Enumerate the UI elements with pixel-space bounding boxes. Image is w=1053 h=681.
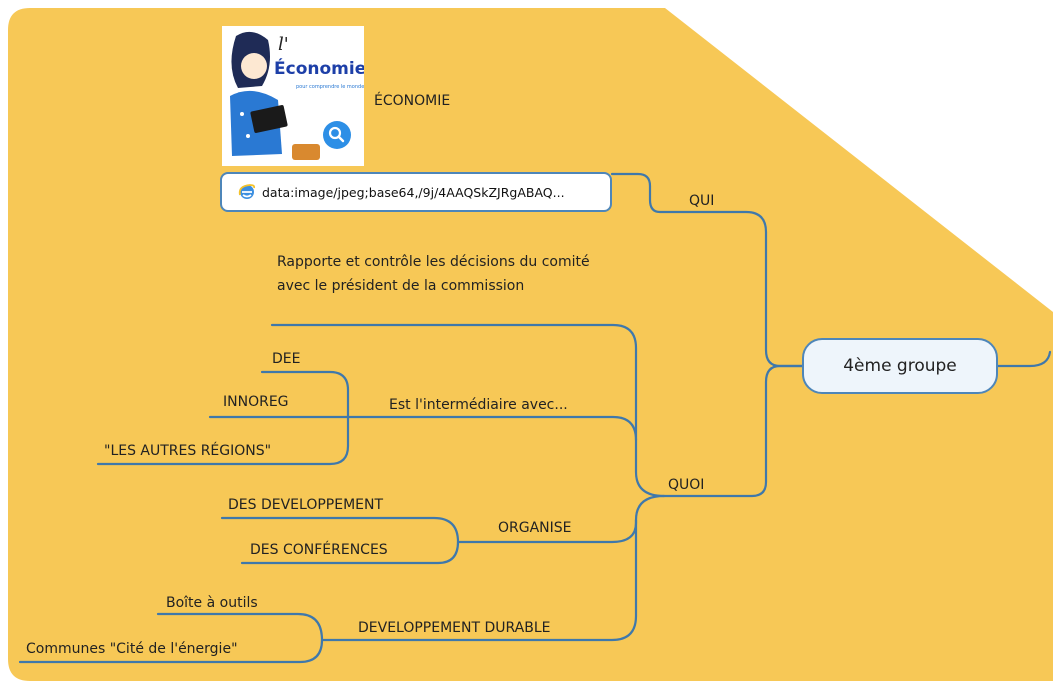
connector-organise-developpement [220, 516, 460, 544]
connector-central-out [996, 350, 1052, 368]
topic-rapporte[interactable]: Rapporte et contrôle les décisions du co… [277, 254, 590, 294]
subtopic-communes[interactable]: Communes "Cité de l'énergie" [26, 641, 238, 657]
image-caption: ÉCONOMIE [374, 93, 451, 109]
central-topic[interactable]: 4ème groupe [802, 338, 998, 394]
subtopic-innoreg[interactable]: INNOREG [223, 394, 289, 410]
economie-illustration: l' Économie pour comprendre le monde [222, 26, 364, 166]
subtopic-conferences[interactable]: DES CONFÉRENCES [250, 542, 388, 558]
subtopic-boite-outils[interactable]: Boîte à outils [166, 595, 258, 611]
connector-central-qui [610, 172, 804, 368]
image-tagline: pour comprendre le monde [296, 84, 364, 90]
branch-qui-label[interactable]: QUI [689, 193, 715, 209]
magnifier-icon[interactable] [323, 121, 351, 149]
branch-connectors [18, 172, 1052, 664]
economie-image-card[interactable]: l' Économie pour comprendre le monde [222, 26, 364, 166]
connector-central-quoi [662, 364, 804, 498]
image-link-text: data:image/jpeg;base64,/9j/4AAQSkZJRgABA… [262, 184, 565, 200]
topic-organise[interactable]: ORGANISE [498, 520, 572, 536]
connector-intermediaire-autres [96, 415, 350, 466]
image-link-box[interactable]: data:image/jpeg;base64,/9j/4AAQSkZJRgABA… [220, 172, 612, 212]
subtopic-autres-regions[interactable]: "LES AUTRES RÉGIONS" [104, 443, 272, 459]
connector-quoi-spine [270, 323, 666, 498]
connector-quoi-durable [320, 518, 638, 642]
connector-durable-boite [156, 612, 324, 642]
subtopic-developpement[interactable]: DES DEVELOPPEMENT [228, 497, 384, 513]
image-title-prefix: l' [278, 34, 289, 55]
connector-intermediaire-dee [260, 370, 350, 419]
topic-developpement-durable[interactable]: DEVELOPPEMENT DURABLE [358, 620, 551, 636]
subtopic-dee[interactable]: DEE [272, 351, 301, 367]
connector-quoi-intermediaire [208, 415, 638, 442]
internet-explorer-icon [238, 184, 256, 199]
image-title: Économie [274, 57, 364, 79]
branch-quoi-label[interactable]: QUOI [668, 477, 705, 493]
connector-durable-communes [18, 638, 324, 664]
connector-organise-conferences [240, 540, 460, 565]
topic-intermediaire[interactable]: Est l'intermédiaire avec... [389, 397, 568, 413]
